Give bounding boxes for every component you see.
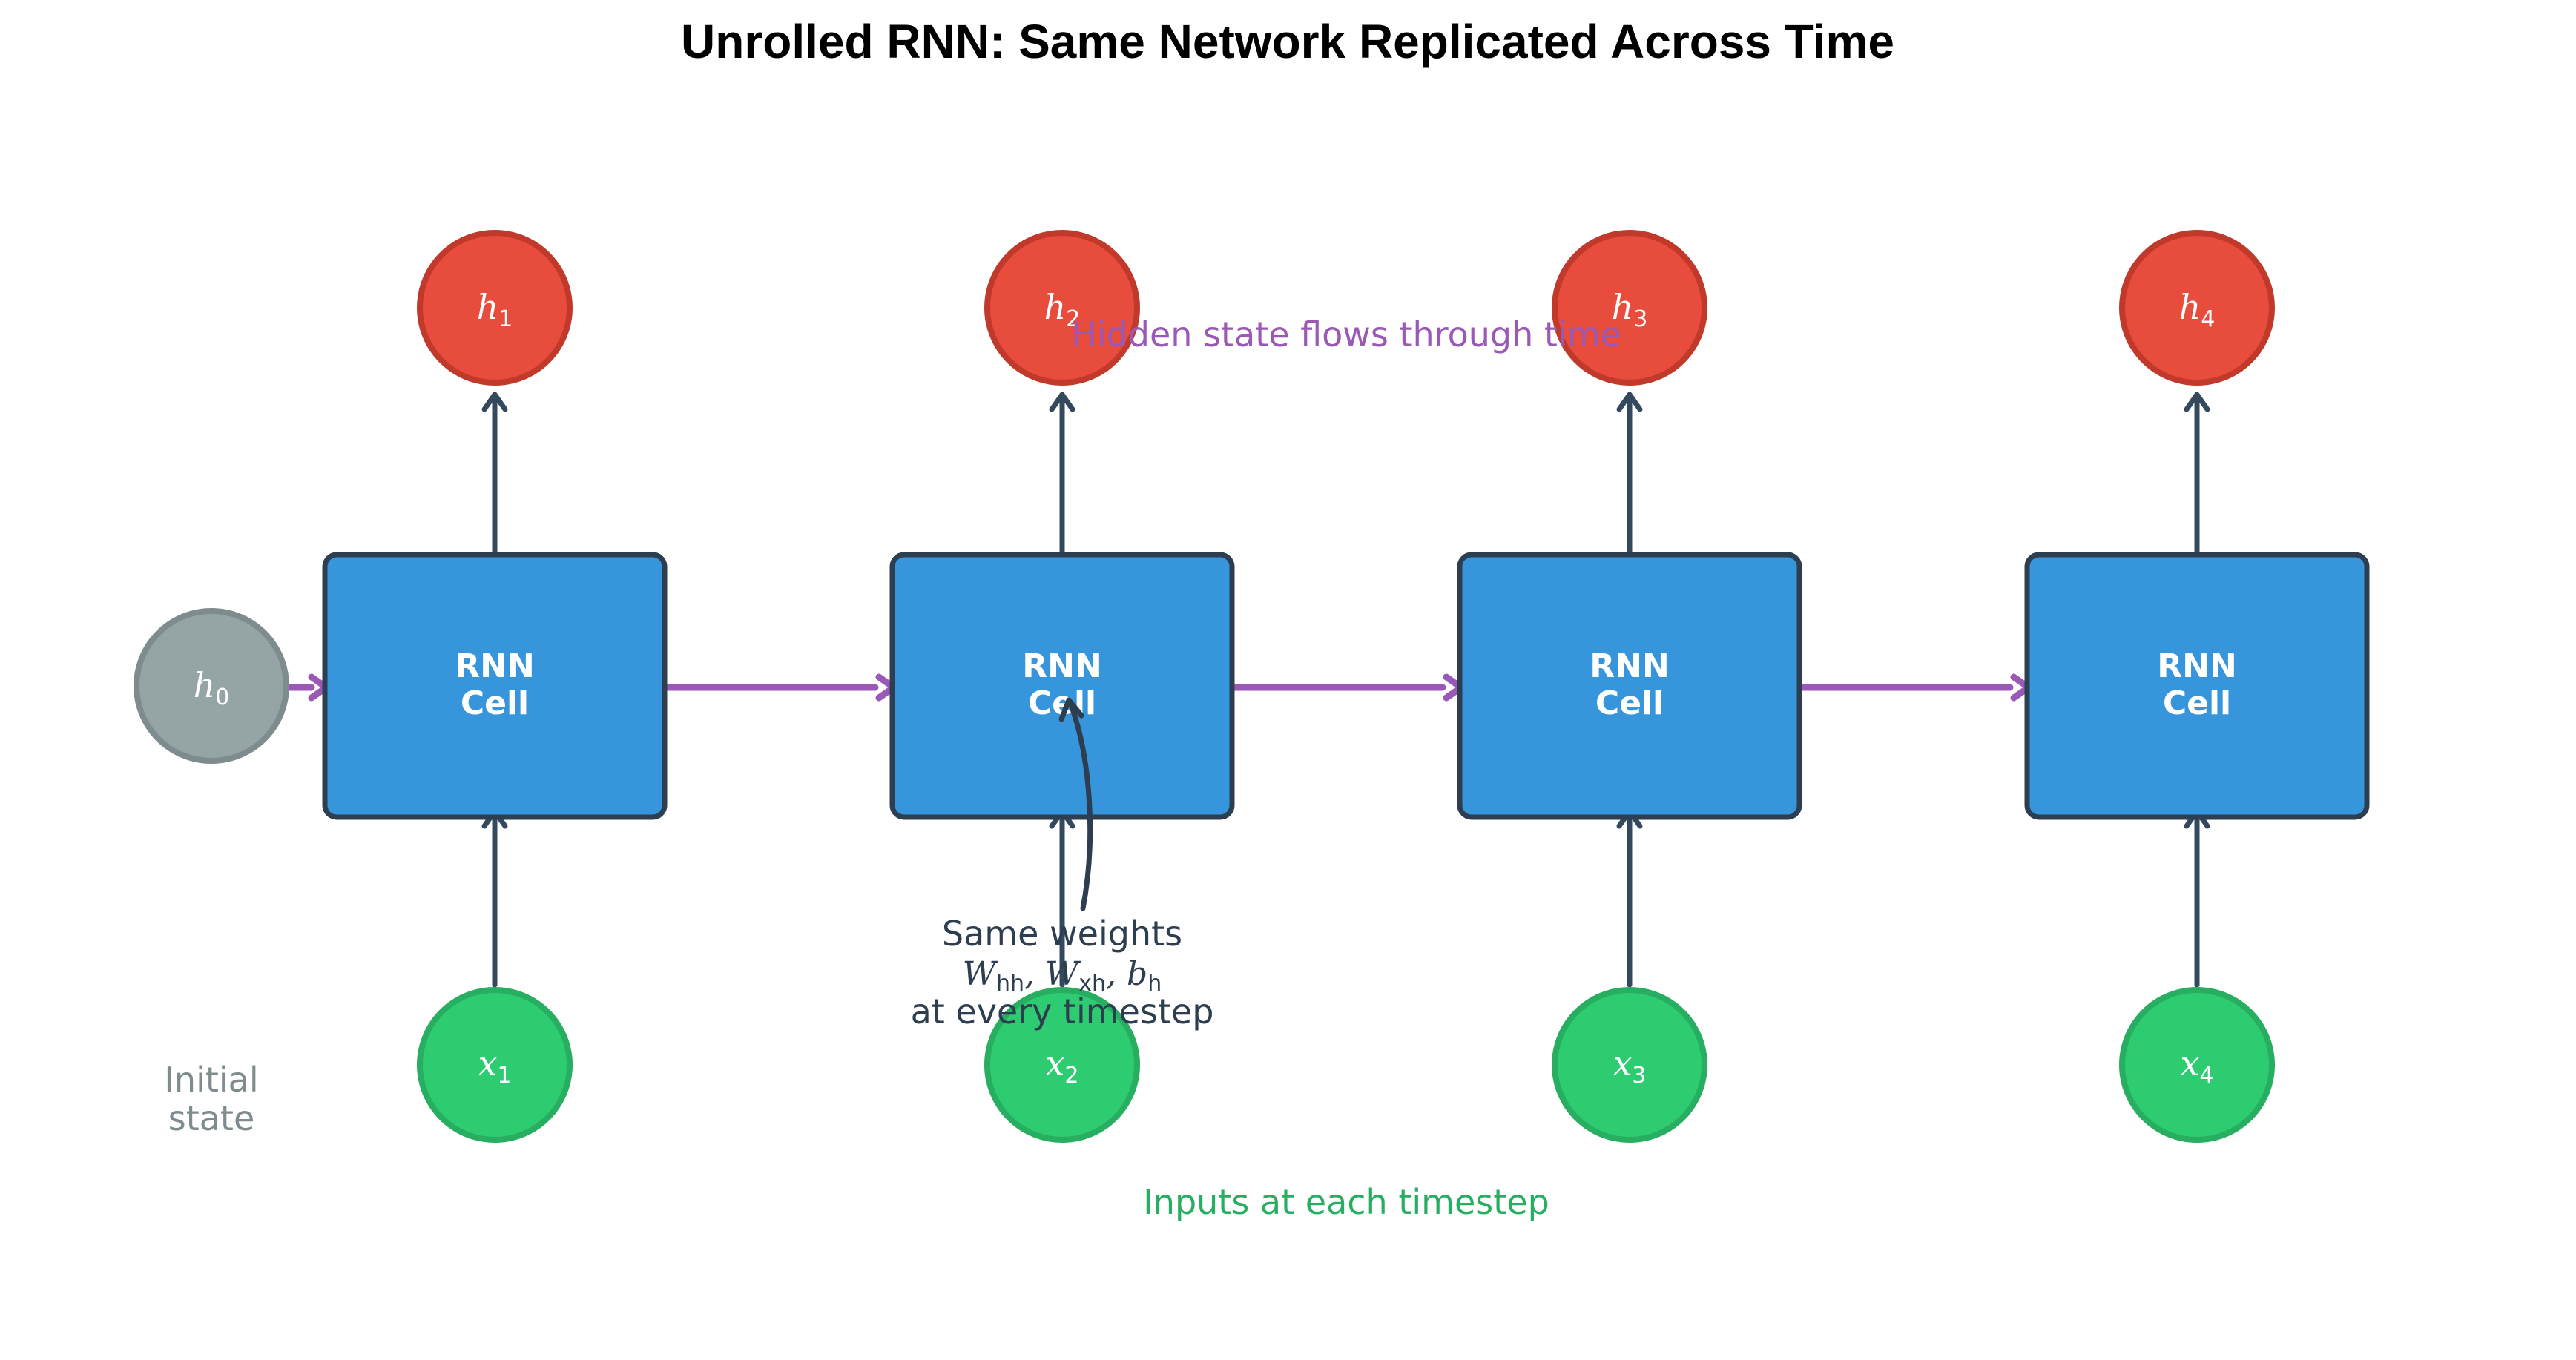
arrowhead-cell4-h4 [2184,392,2210,412]
rnn-cells: RNN Cell RNN Cell RNN Cell RNN Cell [322,552,2370,820]
inputs-label: Inputs at each timestep [1143,1182,1549,1222]
svg-text:h2: h2 [1044,287,1081,332]
initial-state-label-line2: state [168,1098,255,1138]
shared-weights-pointer [1067,700,1093,911]
rnn-cell-3-label-line2: Cell [1595,684,1664,722]
output-node-h3: h3 [1552,230,1707,386]
rnn-cell-3: RNN Cell [1457,552,1802,820]
vertical-arrows [481,392,2210,988]
rnn-cell-1: RNN Cell [322,552,668,820]
output-node-h1-var: h [477,287,499,327]
output-node-h4-sub: 4 [2201,306,2215,332]
input-nodes: x1 x2 x3 x4 [417,987,2275,1143]
output-node-h2: h2 [984,230,1140,386]
rnn-cell-4-label-line1: RNN [2157,647,2237,685]
shared-weights-line3: at every timestep [911,991,1214,1031]
initial-state-symbol: h0 [194,665,230,710]
rnn-cell-3-label-line1: RNN [1590,647,1670,685]
svg-text:x2: x2 [1045,1043,1078,1089]
initial-state-node: h0 [134,608,289,764]
rnn-cell-2-label-line1: RNN [1022,647,1102,685]
output-nodes: h1 h2 h3 h4 [417,230,2275,386]
initial-state-label-line1: Initial [164,1060,258,1100]
input-node-x3-sub: 3 [1632,1063,1646,1089]
input-node-x2-sub: 2 [1064,1063,1078,1089]
output-node-h1: h1 [417,230,573,386]
output-node-h4-var: h [2179,287,2201,327]
input-node-x1: x1 [417,987,573,1143]
output-node-h3-sub: 3 [1633,306,1647,332]
hidden-state-flow-label: Hidden state flows through time [1071,314,1621,354]
output-node-h2-sub: 2 [1066,306,1080,332]
svg-text:x4: x4 [2180,1043,2213,1089]
svg-text:h3: h3 [1612,287,1648,332]
rnn-cell-1-label-line1: RNN [455,647,535,685]
input-node-x3: x3 [1552,987,1707,1143]
arrowhead-cell3-h3 [1616,392,1643,412]
diagram-title: Unrolled RNN: Same Network Replicated Ac… [681,15,1894,68]
input-node-x1-var: x [478,1043,497,1083]
input-node-x2: x2 [984,987,1140,1143]
svg-text:x1: x1 [478,1043,511,1089]
output-node-h4: h4 [2119,230,2275,386]
arrowhead-cell1-h1 [481,392,508,412]
input-node-x1-sub: 1 [497,1063,511,1089]
input-node-x2-var: x [1045,1043,1064,1083]
shared-weights-symbols: Whh, Wxh, bh [963,955,1162,997]
output-node-h1-sub: 1 [498,306,513,332]
input-node-x4-sub: 4 [2199,1063,2213,1089]
rnn-cell-4-label-line2: Cell [2163,684,2231,722]
shared-weights-line1: Same weights [942,914,1182,954]
arrowhead-cell2-h2 [1049,392,1075,412]
shared-weights-pointer-head [1058,697,1084,722]
input-node-x3-var: x [1613,1043,1632,1083]
output-node-h2-var: h [1044,287,1067,327]
output-node-h3-var: h [1612,287,1634,327]
svg-text:h1: h1 [477,287,513,332]
svg-text:x3: x3 [1613,1043,1646,1089]
rnn-cell-2: RNN Cell [889,552,1235,820]
input-node-x4: x4 [2119,987,2275,1143]
svg-text:h4: h4 [2179,287,2216,332]
shared-weights-annotation: Same weights Whh, Wxh, bh at every times… [911,914,1214,1031]
input-node-x4-var: x [2180,1043,2199,1083]
rnn-cell-1-label-line2: Cell [461,684,529,722]
rnn-cell-4: RNN Cell [2024,552,2370,820]
